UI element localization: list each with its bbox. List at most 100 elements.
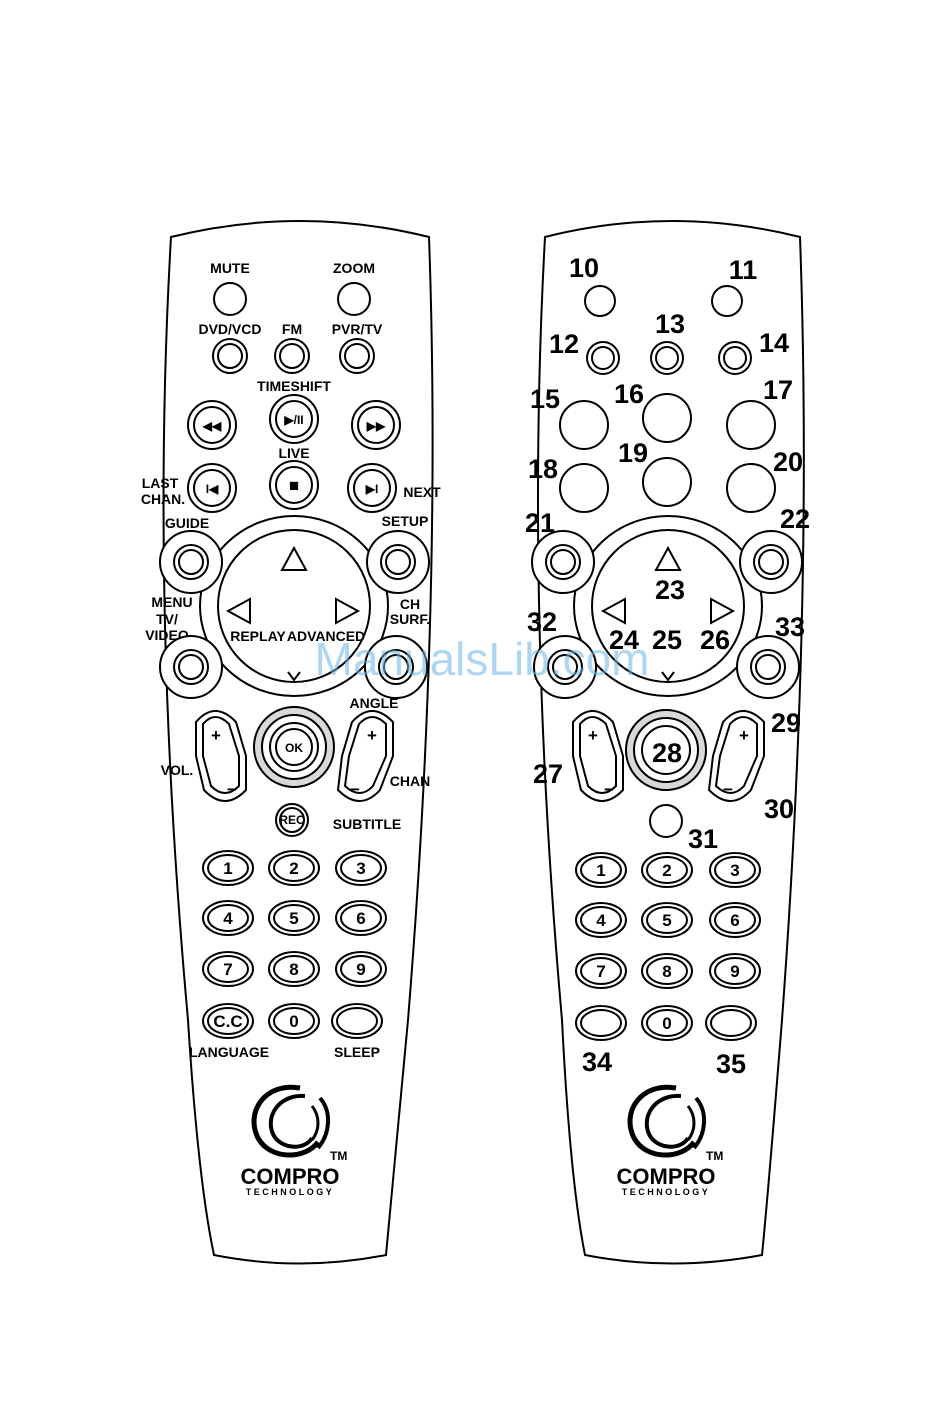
- btn-12[interactable]: [586, 341, 620, 375]
- btn-32[interactable]: [533, 635, 597, 699]
- right-key-6[interactable]: 6: [709, 902, 761, 938]
- left-key-8[interactable]: 8: [268, 951, 320, 987]
- rewind-button[interactable]: ◀◀: [187, 400, 237, 450]
- right-key-4[interactable]: 4: [575, 902, 627, 938]
- right-key-8[interactable]: 8: [641, 953, 693, 989]
- btn-35[interactable]: [705, 1005, 757, 1041]
- label-next: NEXT: [403, 484, 441, 500]
- callout-30: 30: [764, 794, 794, 824]
- right-nav-pad[interactable]: [591, 529, 745, 683]
- right-remote-outline: [536, 220, 805, 1265]
- r-vol-plus-icon: +: [588, 726, 598, 745]
- label-sleep: SLEEP: [334, 1044, 380, 1060]
- btn-17[interactable]: [726, 400, 776, 450]
- cc-button-label: C.C: [213, 1012, 242, 1031]
- right-key-1[interactable]: 1: [575, 852, 627, 888]
- mute-button[interactable]: [213, 282, 247, 316]
- right-key-2-label: 2: [662, 861, 671, 880]
- btn-28[interactable]: [625, 709, 707, 791]
- btn-13[interactable]: [650, 341, 684, 375]
- label-timeshift: TIMESHIFT: [257, 378, 331, 394]
- btn-16[interactable]: [642, 393, 692, 443]
- vol-rocker[interactable]: [202, 716, 240, 794]
- callout-35: 35: [716, 1049, 746, 1079]
- pvr-tv-button[interactable]: [339, 338, 375, 374]
- nav-down-icon[interactable]: [287, 671, 301, 682]
- btn-11[interactable]: [711, 285, 743, 317]
- callout-13: 13: [655, 309, 685, 339]
- btn-33[interactable]: [736, 635, 800, 699]
- right-key-3-label: 3: [730, 861, 739, 880]
- chan-rocker[interactable]: [343, 716, 387, 794]
- right-nav-right-icon[interactable]: [710, 597, 736, 625]
- left-key-6[interactable]: 6: [335, 900, 387, 936]
- btn-29[interactable]: [714, 716, 758, 794]
- fast-forward-button[interactable]: ▶▶: [351, 400, 401, 450]
- label-subtitle: SUBTITLE: [333, 816, 401, 832]
- callout-10: 10: [569, 253, 599, 283]
- callout-21: 21: [525, 508, 555, 538]
- nav-pad[interactable]: [217, 529, 371, 683]
- btn-31[interactable]: [649, 804, 683, 838]
- right-key-6-label: 6: [730, 911, 739, 930]
- setup-button[interactable]: [366, 530, 430, 594]
- callout-23: 23: [655, 575, 685, 605]
- cc-button[interactable]: C.C: [202, 1003, 254, 1039]
- right-key-8-label: 8: [662, 962, 671, 981]
- right-key-3[interactable]: 3: [709, 852, 761, 888]
- guide-button[interactable]: [159, 530, 223, 594]
- btn-18[interactable]: [559, 463, 609, 513]
- label-vol: VOL.: [161, 762, 194, 778]
- fm-button[interactable]: [274, 338, 310, 374]
- rec-button[interactable]: REC: [275, 803, 309, 837]
- btn-27-outer: [572, 710, 624, 802]
- right-key-0[interactable]: 0: [641, 1005, 693, 1041]
- left-key-9[interactable]: 9: [335, 951, 387, 987]
- play-pause-button[interactable]: ▶/II: [269, 394, 319, 444]
- btn-34[interactable]: [575, 1005, 627, 1041]
- right-key-9[interactable]: 9: [709, 953, 761, 989]
- brand-name-right: COMPRO: [617, 1164, 716, 1189]
- btn-27[interactable]: [579, 716, 617, 794]
- right-nav-left-icon[interactable]: [600, 597, 626, 625]
- menu-tv-video-button[interactable]: [159, 635, 223, 699]
- brand-tm-right: TM: [706, 1149, 723, 1163]
- right-nav-up-icon[interactable]: [654, 545, 682, 571]
- right-key-7-label: 7: [596, 962, 605, 981]
- vol-minus-icon: −: [227, 780, 237, 799]
- btn-14[interactable]: [718, 341, 752, 375]
- right-key-7[interactable]: 7: [575, 953, 627, 989]
- btn-20[interactable]: [726, 463, 776, 513]
- btn-22[interactable]: [739, 530, 803, 594]
- btn-29-outer: [707, 710, 765, 802]
- left-key-4[interactable]: 4: [202, 900, 254, 936]
- btn-21[interactable]: [531, 530, 595, 594]
- label-setup: SETUP: [382, 513, 429, 529]
- left-key-0[interactable]: 0: [268, 1003, 320, 1039]
- left-key-3[interactable]: 3: [335, 850, 387, 886]
- nav-left-icon[interactable]: [225, 597, 251, 625]
- zoom-button[interactable]: [337, 282, 371, 316]
- ch-surf-button[interactable]: [364, 635, 428, 699]
- next-button[interactable]: ▶I: [347, 463, 397, 513]
- ok-button[interactable]: OK: [253, 706, 335, 788]
- chan-minus-icon: −: [350, 780, 360, 799]
- right-nav-down-icon[interactable]: [661, 671, 675, 682]
- btn-19[interactable]: [642, 457, 692, 507]
- right-key-2[interactable]: 2: [641, 852, 693, 888]
- btn-10[interactable]: [584, 285, 616, 317]
- left-key-5[interactable]: 5: [268, 900, 320, 936]
- sleep-button[interactable]: [331, 1003, 383, 1039]
- stop-button[interactable]: ■: [269, 460, 319, 510]
- left-key-2[interactable]: 2: [268, 850, 320, 886]
- right-key-5[interactable]: 5: [641, 902, 693, 938]
- right-nav-ring: [573, 515, 763, 697]
- last-chan-button[interactable]: I◀: [187, 463, 237, 513]
- nav-right-icon[interactable]: [335, 597, 361, 625]
- btn-15[interactable]: [559, 400, 609, 450]
- dvd-vcd-button[interactable]: [212, 338, 248, 374]
- left-key-1[interactable]: 1: [202, 850, 254, 886]
- nav-up-icon[interactable]: [280, 545, 308, 571]
- left-key-7[interactable]: 7: [202, 951, 254, 987]
